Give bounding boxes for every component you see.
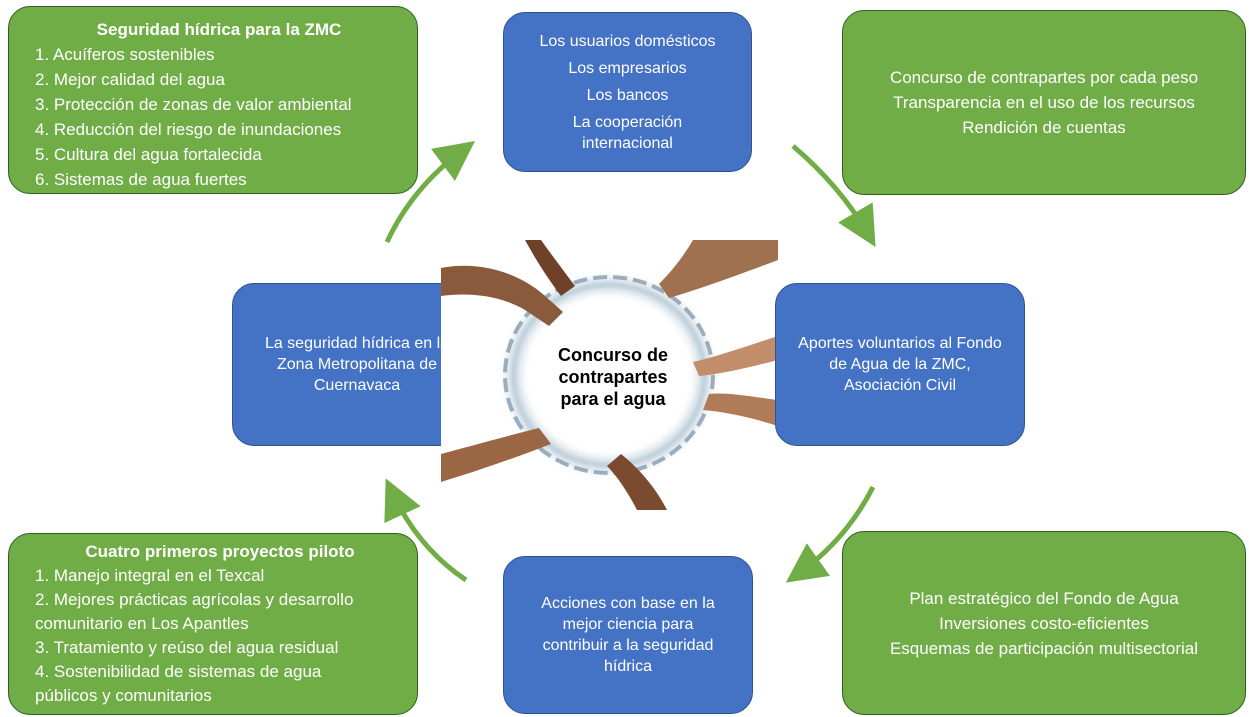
hand-right-lower bbox=[703, 393, 778, 426]
hand-right bbox=[693, 336, 778, 376]
water-security-goals-box: Seguridad hídrica para la ZMC 1. Acuífer… bbox=[8, 6, 418, 194]
water-security-goal-item: 6. Sistemas de agua fuertes bbox=[35, 170, 247, 189]
strategic-plan-item: Inversiones costo-eficientes bbox=[939, 613, 1149, 633]
center-hands-water-image bbox=[441, 240, 778, 510]
water-security-goal-item: 4. Reducción del riesgo de inundaciones bbox=[35, 120, 342, 139]
contributor-item: Los bancos bbox=[586, 86, 669, 104]
voluntary-contributions-text: Aportes voluntarios al Fondo de Agua de … bbox=[798, 335, 1002, 394]
hand-top-right bbox=[659, 240, 778, 298]
transparency-item: Transparencia en el uso de los recursos bbox=[893, 93, 1195, 112]
strategic-plan-item: Esquemas de participación multisectorial bbox=[889, 638, 1199, 658]
arrow-down-left bbox=[785, 485, 876, 583]
voluntary-contributions-box: Aportes voluntarios al Fondo de Agua de … bbox=[775, 283, 1025, 446]
hand-bottom-left bbox=[441, 428, 551, 482]
water-security-goal-item: 5. Cultura del agua fortalecida bbox=[35, 145, 262, 164]
science-actions-box: Acciones con base en la mejor ciencia pa… bbox=[503, 556, 753, 714]
contributors-box: Los usuarios domésticos Los empresarios … bbox=[503, 12, 752, 172]
hand-top-left bbox=[441, 265, 563, 326]
arrow-up-left bbox=[384, 141, 476, 244]
science-actions-text: Acciones con base en la mejor ciencia pa… bbox=[541, 595, 715, 675]
arrow-up-from-bottom-left bbox=[384, 478, 468, 583]
water-security-cuernavaca-box: La seguridad hídrica en la Zona Metropol… bbox=[232, 283, 482, 446]
pilot-projects-box: Cuatro primeros proyectos piloto 1. Mane… bbox=[8, 533, 418, 715]
water-security-goal-item: 2. Mejor calidad del agua bbox=[35, 70, 225, 89]
contributor-item: La cooperación internacional bbox=[572, 113, 683, 152]
pilot-project-item: públicos y comunitarios bbox=[35, 686, 212, 705]
pilot-project-item: 2. Mejores prácticas agrícolas y desarro… bbox=[35, 590, 354, 609]
contributor-item: Los usuarios domésticos bbox=[539, 32, 716, 50]
water-security-cuernavaca-text: La seguridad hídrica en la Zona Metropol… bbox=[264, 335, 450, 394]
pilot-project-item: 3. Tratamiento y reúso del agua residual bbox=[35, 638, 339, 657]
contributor-item: Los empresarios bbox=[568, 59, 687, 77]
hand-top-center bbox=[525, 240, 575, 296]
strategic-plan-box: Plan estratégico del Fondo de Agua Inver… bbox=[842, 531, 1246, 715]
pilot-project-item: 1. Manejo integral en el Texcal bbox=[35, 566, 265, 585]
hand-bottom-center bbox=[607, 454, 667, 510]
water-security-goal-item: 3. Protección de zonas de valor ambienta… bbox=[35, 95, 352, 114]
pilot-project-item: 4. Sostenibilidad de sistemas de agua bbox=[35, 662, 322, 681]
transparency-item: Concurso de contrapartes por cada peso bbox=[889, 68, 1199, 87]
arrow-down-right bbox=[791, 144, 876, 247]
transparency-box: Concurso de contrapartes por cada peso T… bbox=[842, 10, 1246, 195]
water-security-goals-title: Seguridad hídrica para la ZMC bbox=[96, 20, 342, 39]
pilot-projects-title: Cuatro primeros proyectos piloto bbox=[85, 542, 355, 561]
strategic-plan-item: Plan estratégico del Fondo de Agua bbox=[909, 588, 1179, 608]
pilot-project-item: comunitario en Los Apantles bbox=[35, 614, 249, 633]
water-security-goal-item: 1. Acuíferos sostenibles bbox=[35, 45, 215, 64]
center-label: Concurso de contrapartes para el agua bbox=[557, 345, 668, 409]
transparency-item: Rendición de cuentas bbox=[962, 118, 1126, 137]
hands-water-ring-illustration bbox=[441, 240, 778, 510]
